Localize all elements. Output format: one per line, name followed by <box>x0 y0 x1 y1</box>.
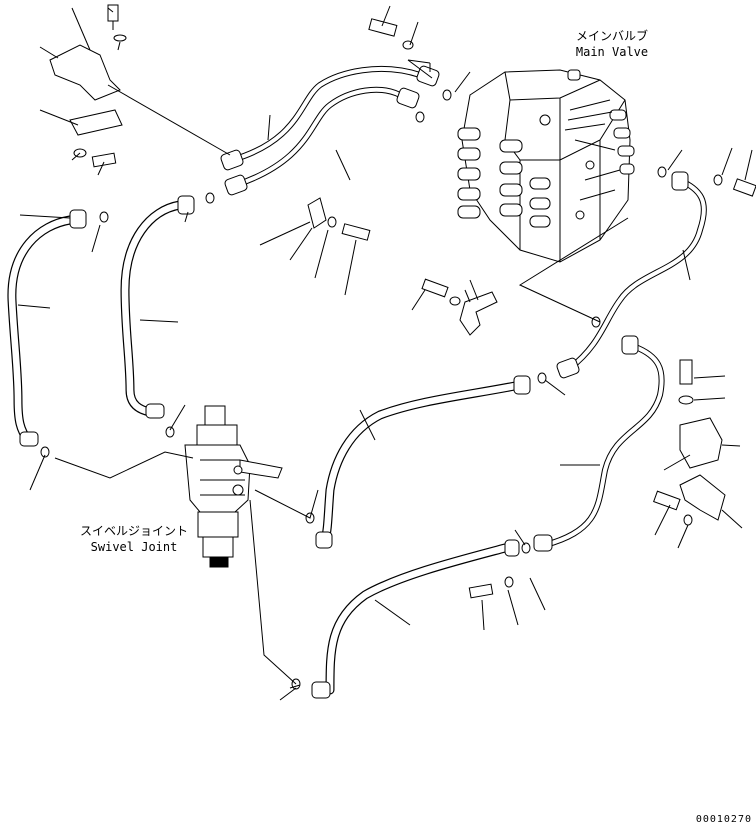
steel-pipes <box>229 65 707 548</box>
clamps-and-brackets <box>49 4 756 599</box>
main-valve <box>457 69 635 263</box>
main-valve-label-en: Main Valve <box>576 45 648 59</box>
swivel-joint-label-jp: スイベルジョイント <box>80 524 188 538</box>
swivel-joint-label-en: Swivel Joint <box>91 540 178 554</box>
swivel-joint <box>184 405 283 568</box>
drawing-number: 00010270 <box>696 814 752 825</box>
main-valve-label-jp: メインバルブ <box>576 28 648 43</box>
leader-lines <box>17 5 753 701</box>
hoses <box>7 200 525 695</box>
